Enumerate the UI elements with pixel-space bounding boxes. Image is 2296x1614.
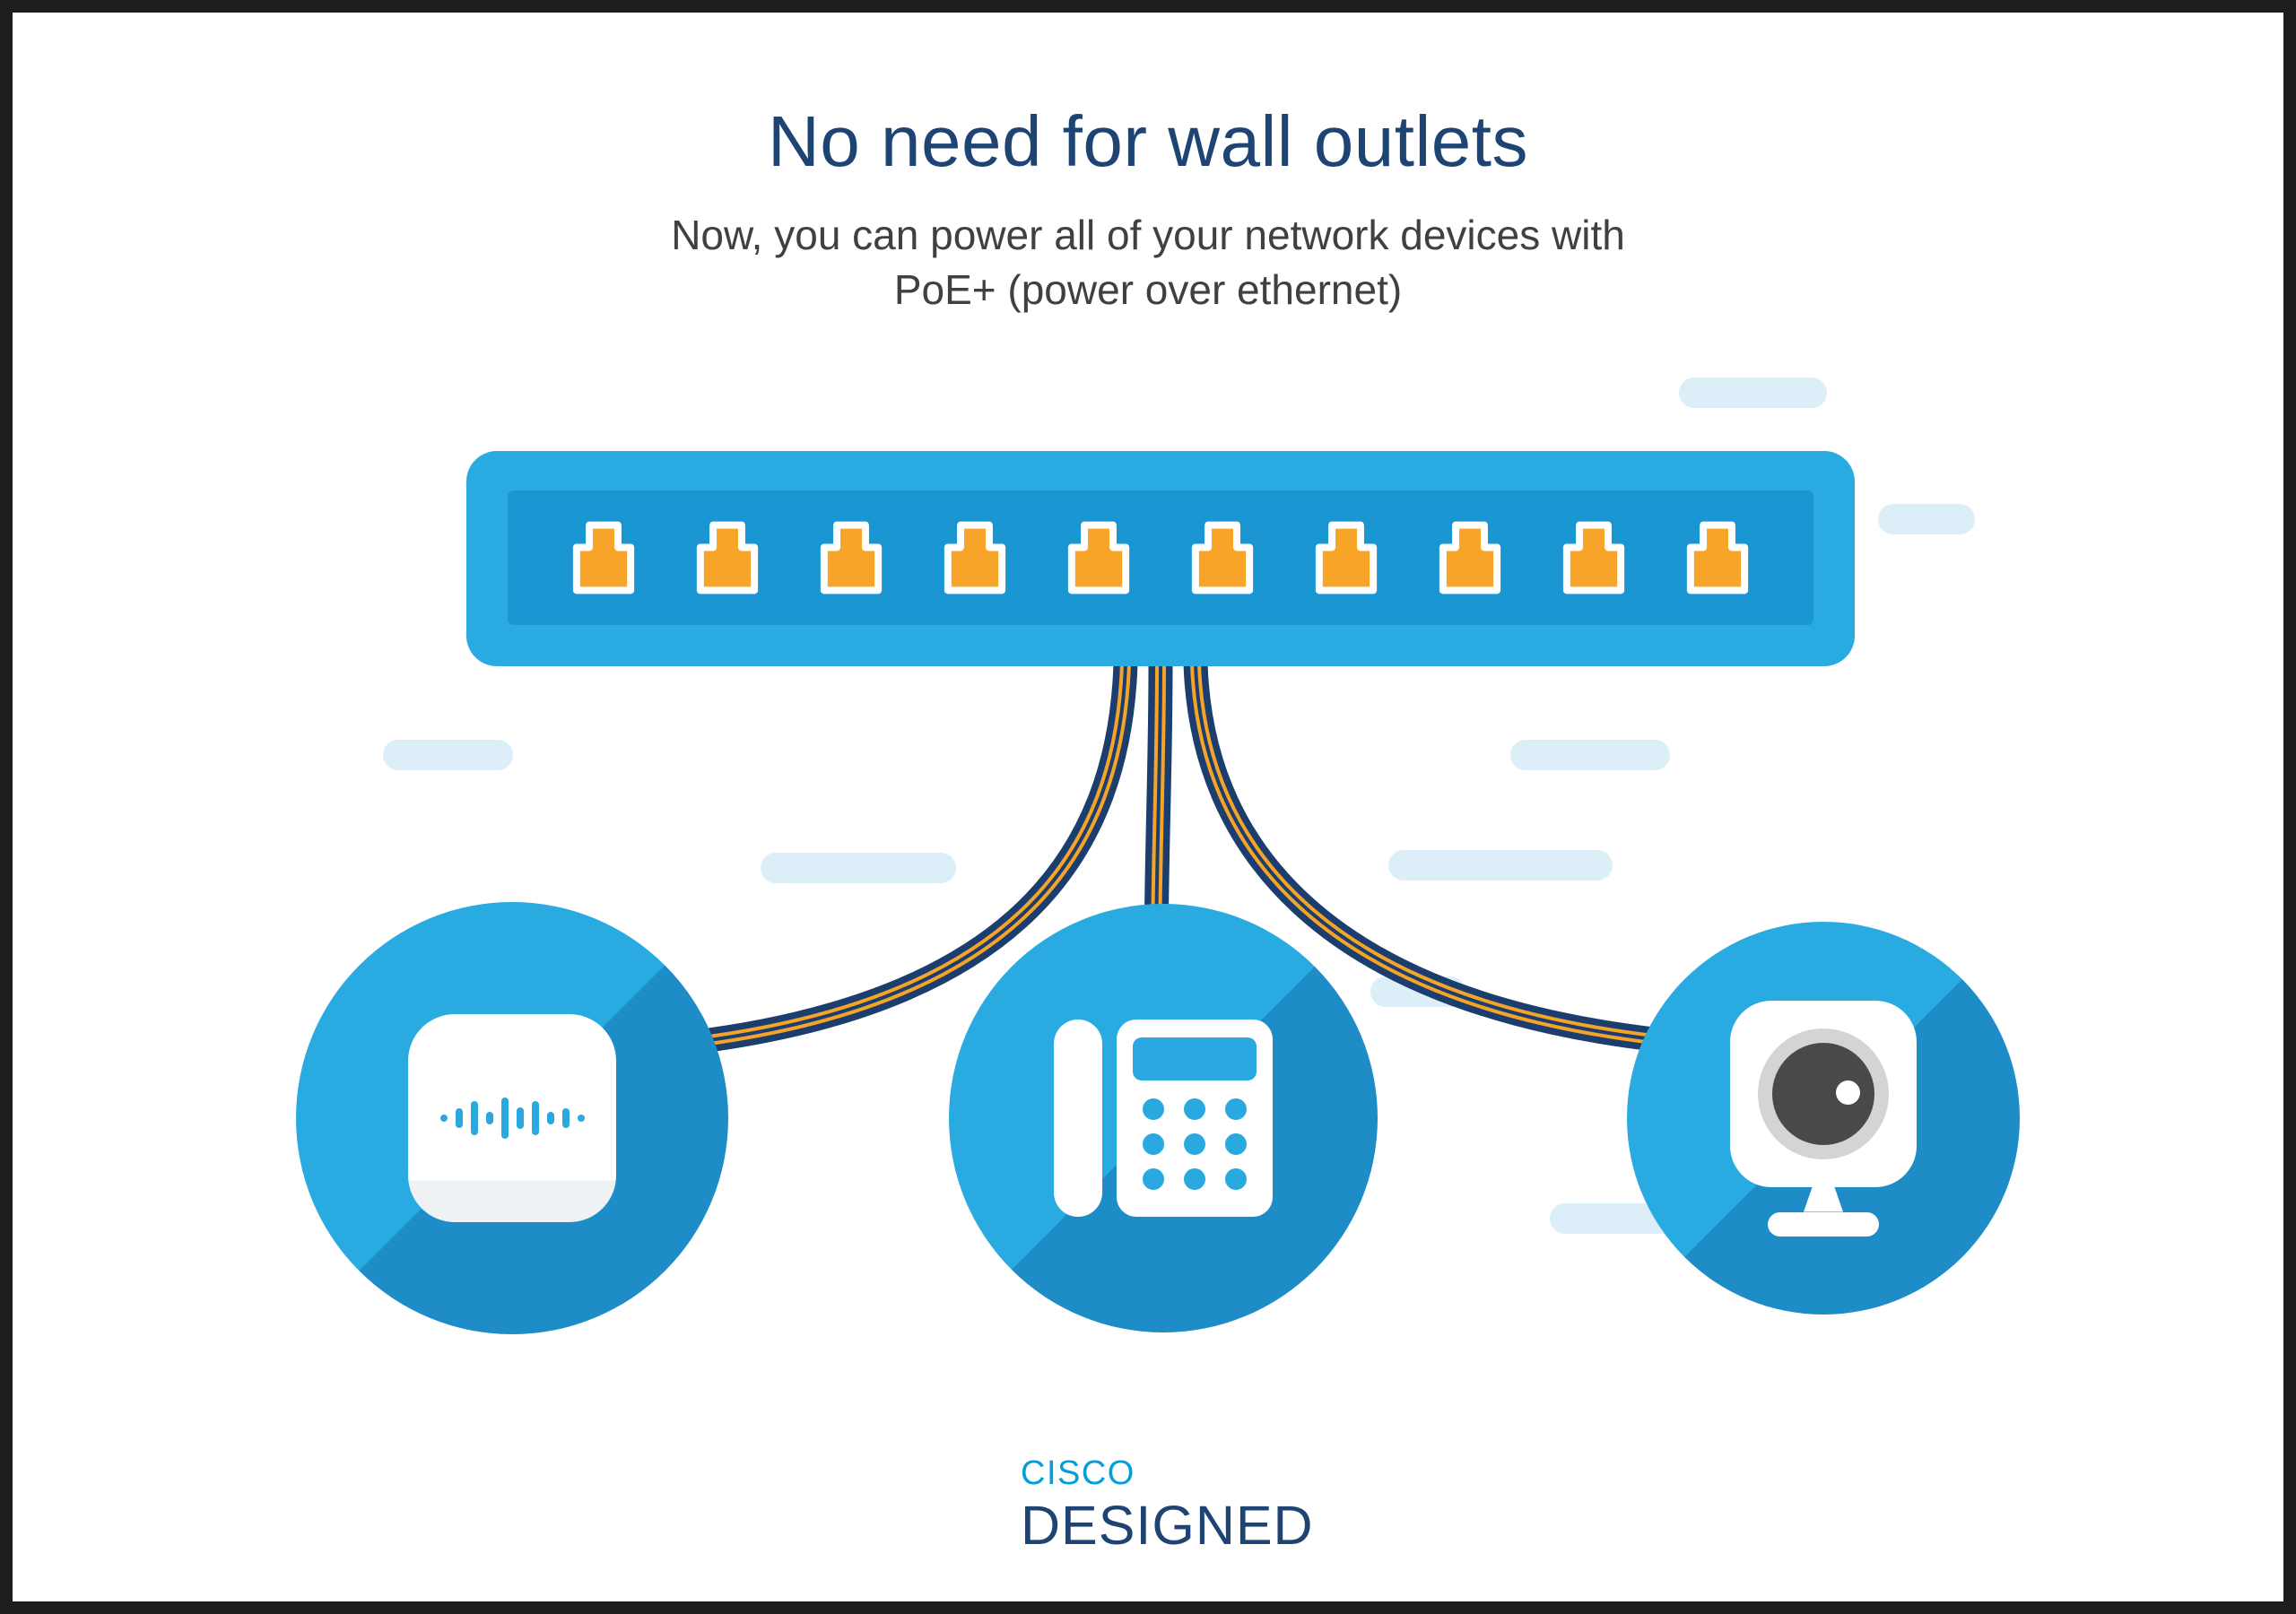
- camera-stand-stem: [1804, 1186, 1843, 1212]
- phone-screen: [1133, 1037, 1257, 1080]
- decorative-pill: [1388, 850, 1613, 881]
- camera-lens-ring: [1758, 1028, 1889, 1159]
- phone-handset-icon: [1054, 1020, 1102, 1217]
- page-title: No need for wall outlets: [767, 101, 1528, 181]
- phone-keypad: [1133, 1098, 1257, 1190]
- cable-right: [1183, 651, 1674, 1053]
- cisco-designed-logo: CISCO DESIGNED: [1021, 1454, 1314, 1557]
- ethernet-port-icon: [816, 520, 886, 595]
- decorative-pill: [1679, 377, 1827, 408]
- ethernet-port-icon: [1187, 520, 1257, 595]
- webcam-icon: [1730, 1000, 1917, 1237]
- switch-faceplate port-row: [508, 490, 1813, 625]
- decorative-pill: [1510, 740, 1670, 770]
- camera-stand-base: [1768, 1211, 1879, 1237]
- cable-left: [676, 651, 1138, 1055]
- decorative-pill: [1878, 504, 1975, 534]
- access-point-icon: [408, 1014, 616, 1222]
- ethernet-port-icon: [1683, 520, 1752, 595]
- ip-phone-icon: [1054, 1020, 1273, 1217]
- ethernet-port-icon: [940, 520, 1010, 595]
- ethernet-port-icon: [692, 520, 762, 595]
- ethernet-port-icon: [1311, 520, 1381, 595]
- camera-lens-highlight: [1836, 1080, 1860, 1105]
- camera-lens: [1772, 1042, 1874, 1145]
- poe-switch: [466, 451, 1855, 666]
- decorative-pill: [383, 740, 513, 770]
- wireless-wave-icon: [439, 1098, 585, 1139]
- ethernet-port-icon: [1559, 520, 1629, 595]
- subtitle-line-1: Now, you can power all of your network d…: [671, 212, 1625, 258]
- ethernet-port-icon: [1435, 520, 1505, 595]
- page-subtitle: Now, you can power all of your network d…: [0, 208, 2296, 317]
- device-circle-access-point: [296, 902, 728, 1334]
- ethernet-port-icon: [569, 520, 639, 595]
- subtitle-line-2: PoE+ (power over ethernet): [893, 265, 1403, 313]
- ethernet-port-icon: [1064, 520, 1134, 595]
- brand-cisco: CISCO: [1021, 1454, 1135, 1492]
- phone-body: [1117, 1020, 1273, 1217]
- camera-body: [1730, 1000, 1917, 1187]
- decorative-pill: [761, 853, 956, 883]
- device-circle-ip-phone: [949, 904, 1378, 1332]
- brand-designed: DESIGNED: [1021, 1495, 1314, 1556]
- device-circle-webcam: [1627, 922, 2020, 1315]
